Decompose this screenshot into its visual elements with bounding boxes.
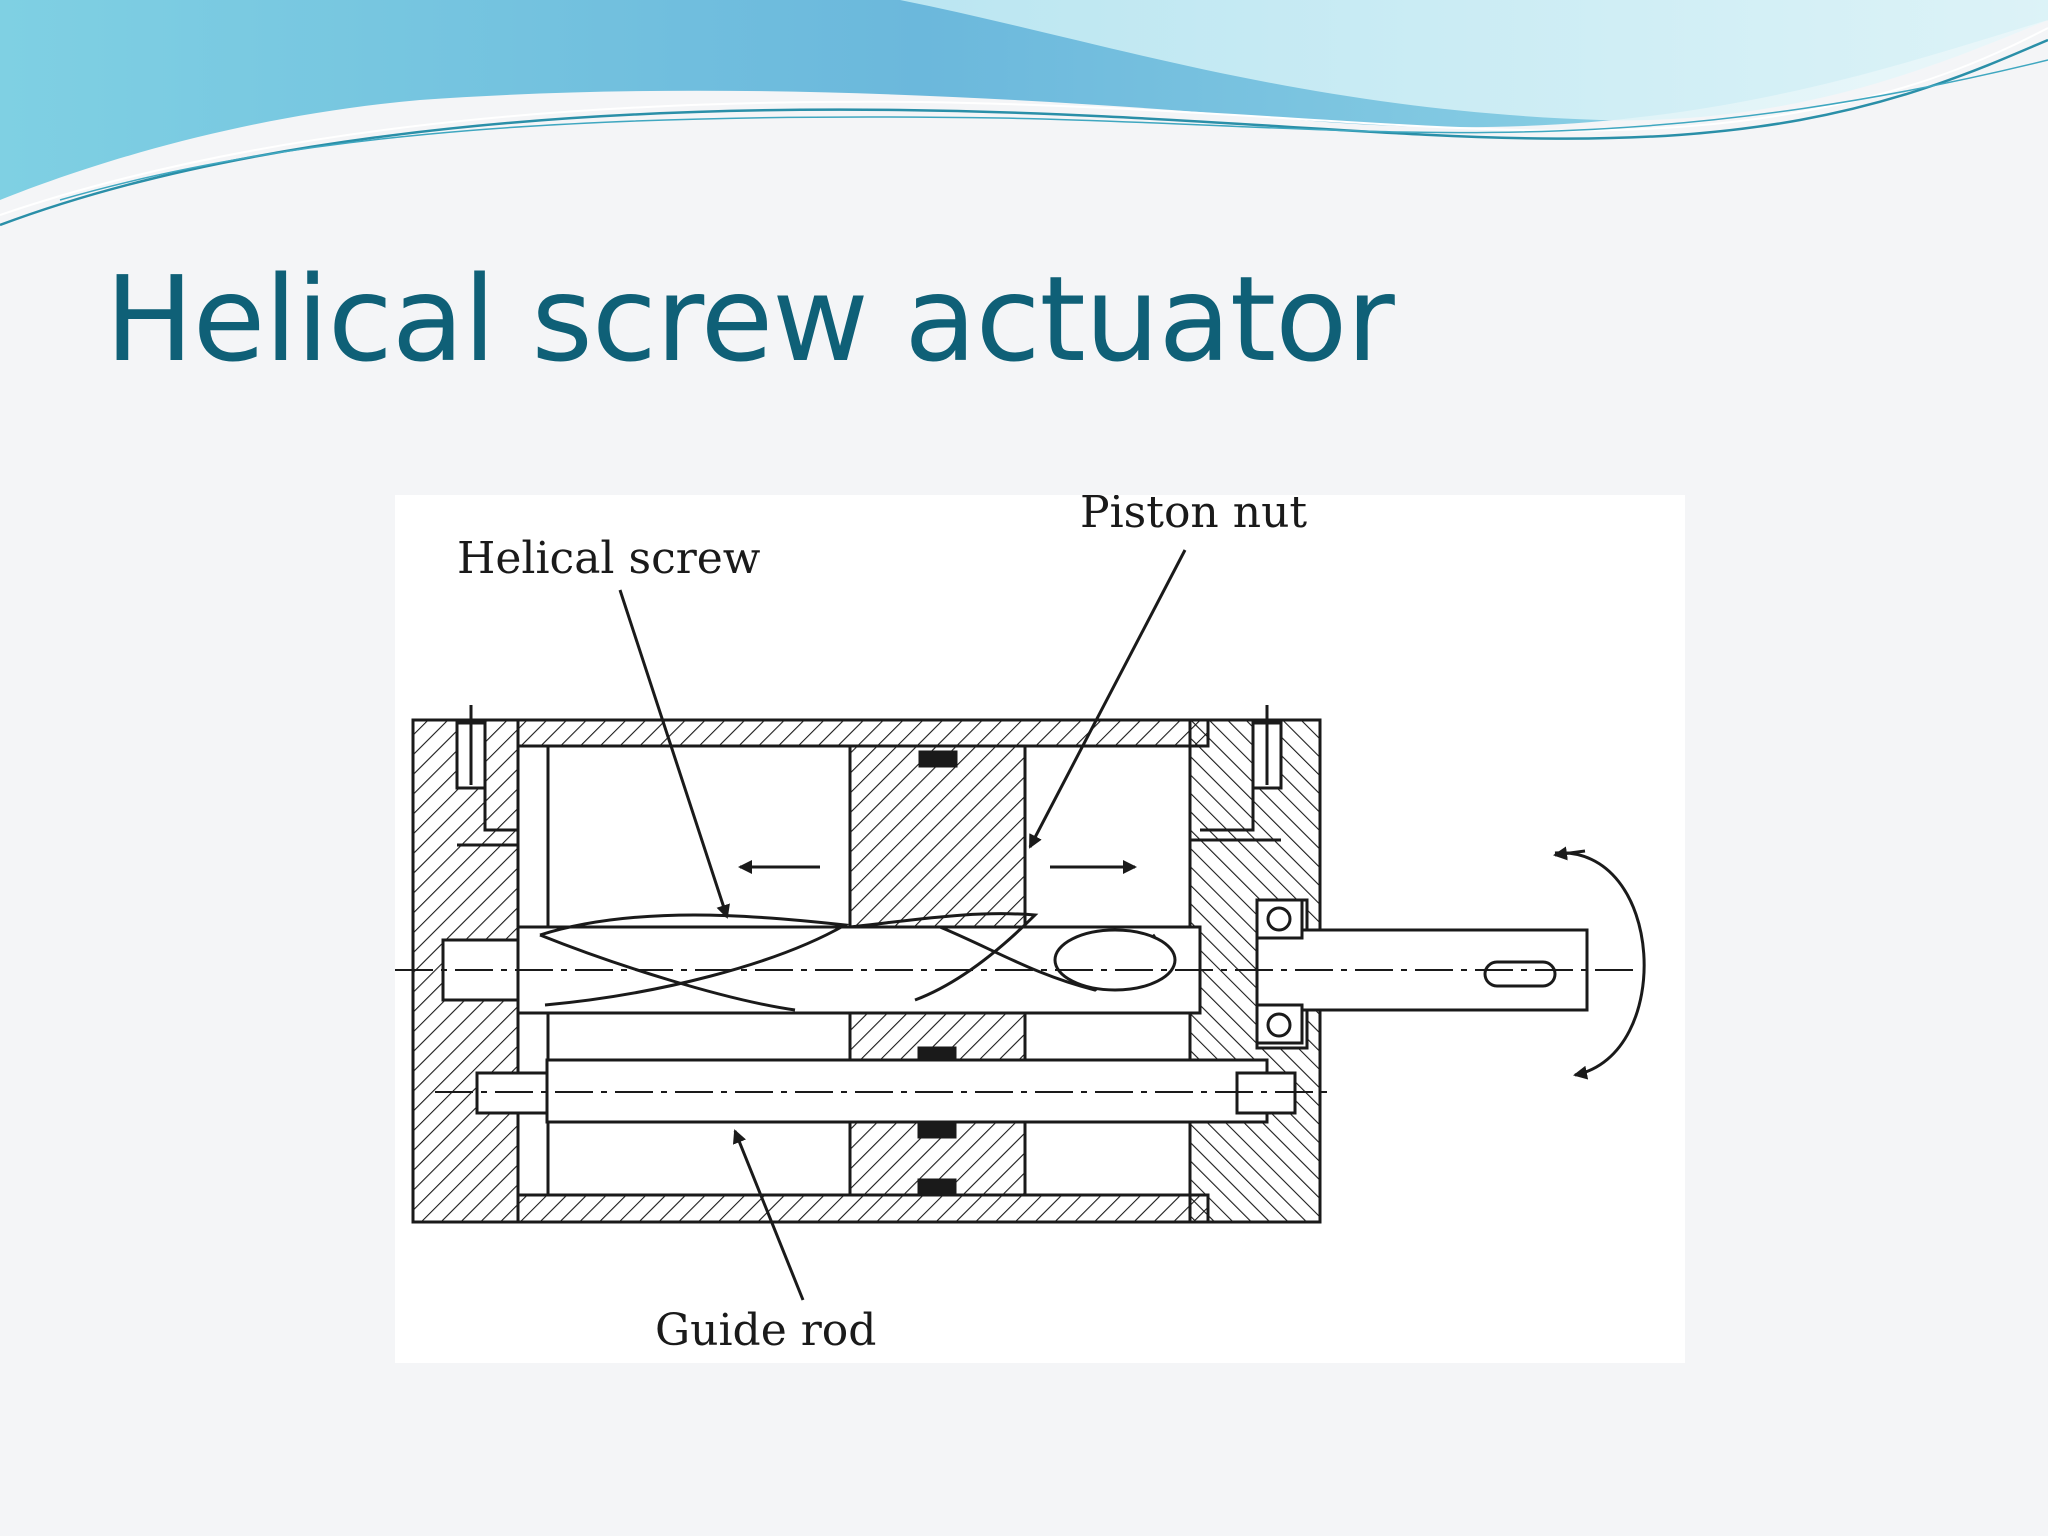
label-helical-screw: Helical screw [457,533,761,584]
helical-screw-leader [618,589,730,919]
right-port-passage [1190,705,1281,842]
banner-line-2 [0,27,2048,216]
banner-wave-light [900,0,2048,121]
piston-seal-bottom [917,1178,957,1196]
slide-title: Helical screw actuator [105,250,1395,388]
helical-thread-1 [539,913,850,1007]
bearing-top [1255,898,1304,940]
actuator-diagram: Helical screw Piston nut Guide rod [395,495,1685,1363]
rotation-arrow [1554,851,1646,1080]
barrel-top-wall [516,718,1210,748]
wave-banner [0,0,2048,227]
shaft-keyway [1483,960,1557,988]
helical-thread-2 [539,933,796,1012]
helical-thread-3 [849,912,1039,1002]
bearing-ball-top [1266,906,1292,932]
banner-line-3 [59,59,2048,201]
piston-seal-top [918,750,958,768]
piston-seal-mid-2 [917,1121,957,1139]
label-guide-rod: Guide rod [655,1305,876,1356]
left-port-passage [457,705,518,847]
guide-rod-leader [732,1129,805,1301]
barrel-bottom-wall [516,1193,1210,1224]
label-piston-nut: Piston nut [1080,495,1307,538]
piston-nut-leader [1028,549,1187,849]
screw-tip [1053,928,1177,992]
rotation-arrow-top-head [1553,846,1586,861]
bearing-ball-bottom [1266,1012,1292,1038]
actuator-drawing: Helical screw Piston nut Guide rod [395,495,1646,1356]
banner-line-1 [0,38,2048,227]
